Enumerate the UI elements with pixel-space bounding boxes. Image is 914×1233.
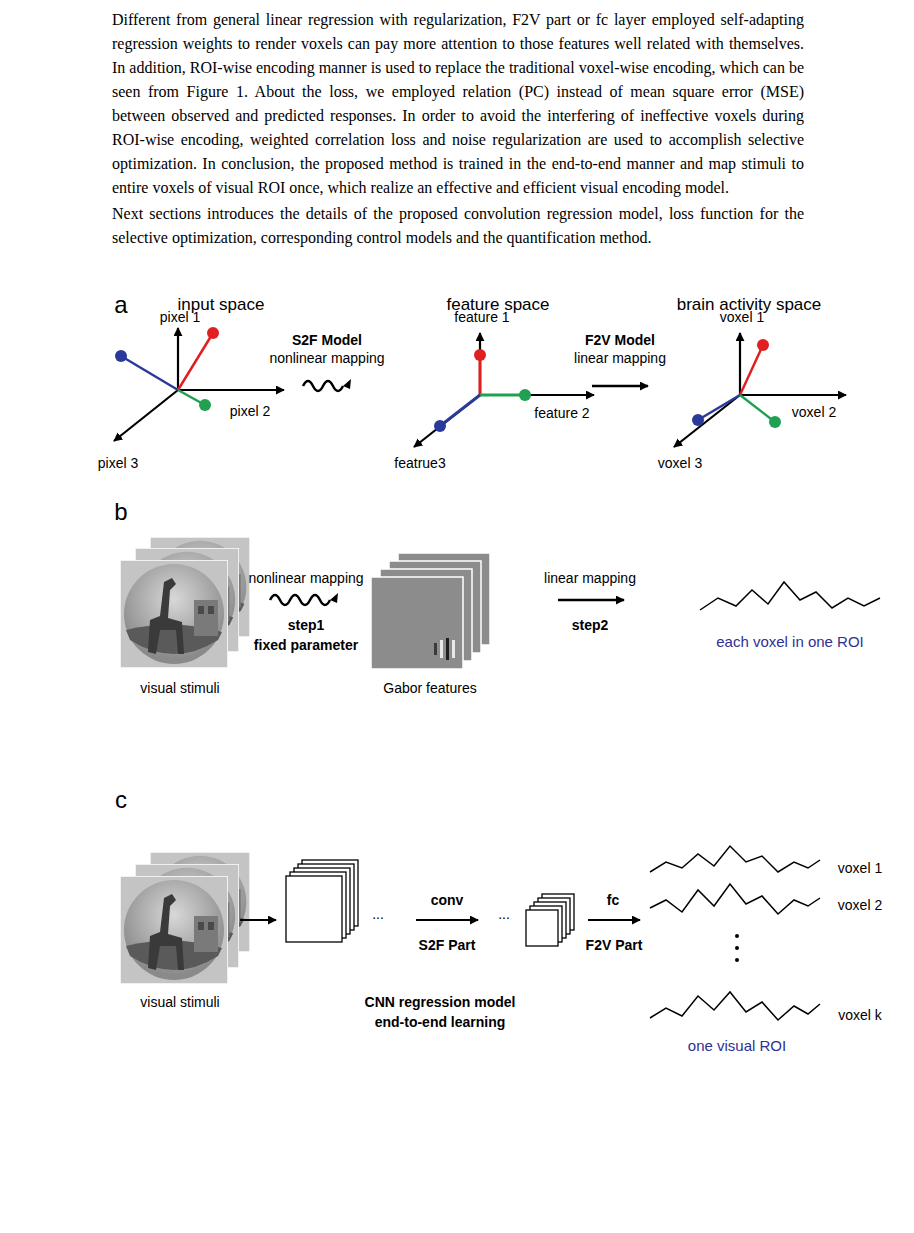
axis [740,394,846,396]
model-name: F2V Model [585,332,655,348]
feature-map [286,876,342,942]
straight-arrow [416,919,478,921]
input-axes [114,328,284,441]
feature-map [526,910,558,946]
panel-letter: c [115,786,127,814]
part-label: F2V Part [586,937,643,953]
step-label: step1 [288,617,325,633]
vector-line [121,356,178,390]
part-label: S2F Part [419,937,476,953]
arrow-head [330,593,338,603]
voxel-label: voxel 2 [838,897,882,913]
straight-arrow [592,385,648,388]
voxel-label: voxel k [838,1007,882,1023]
data-point [434,420,446,432]
straight-arrow [558,599,624,602]
body-paragraph: Next sections introduces the details of … [112,202,804,250]
data-point [207,327,219,339]
model-name: S2F Model [292,332,362,348]
feature-axes [414,333,594,447]
axis [674,395,740,447]
ellipsis: ... [372,906,384,922]
axis-label: feature 2 [534,405,589,421]
layer-label: fc [607,892,619,908]
ellipsis: ... [498,906,510,922]
data-point [474,349,486,361]
axis-label: pixel 1 [160,309,200,325]
data-point [519,389,531,401]
vector-line [480,394,525,397]
axis [479,333,481,395]
straight-arrow [240,919,276,921]
output-label: each voxel in one ROI [716,633,864,650]
output-label: one visual ROI [688,1037,786,1054]
ellipsis-dot [735,958,739,962]
layer-label: conv [431,892,464,908]
axis-label: voxel 2 [792,404,836,420]
voxel-response [650,884,820,914]
axis-label: voxel 1 [720,309,764,325]
vector-line [740,345,763,395]
stimulus-image [120,560,228,668]
mapping-label: linear mapping [574,350,666,366]
vector-line [178,333,213,390]
gabor-stripe [434,643,437,655]
stimulus-image [120,876,228,984]
gabor-stripe [452,640,455,658]
ellipsis-dot [735,934,739,938]
straight-arrow [588,919,640,921]
axis [178,389,284,391]
mapping-label: nonlinear mapping [269,350,384,366]
mapping-label: linear mapping [544,570,636,586]
axis [480,394,594,396]
voxel-response [700,582,880,610]
step-label: fixed parameter [254,637,358,653]
axis-label: pixel 3 [98,455,138,471]
axis [414,395,480,447]
image-caption: Gabor features [383,680,476,696]
axis-label: pixel 2 [230,403,270,419]
panel-letter: b [114,498,127,526]
data-point [757,339,769,351]
gabor-stripe [446,638,449,660]
model-caption: CNN regression model [365,994,516,1010]
data-point [115,350,127,362]
feature-map-stack [526,894,574,946]
image-caption: visual stimuli [140,680,219,696]
axis-label: feature 1 [454,309,509,325]
gabor-stripe [440,640,443,658]
voxel-axes [674,333,846,447]
voxel-response [650,846,820,872]
arrow-head [343,379,351,389]
voxel-response [650,992,820,1020]
vector-line [740,395,775,422]
wavy-arrow [303,381,343,391]
data-point [199,399,211,411]
step-label: step2 [572,617,609,633]
axis-label: featrue3 [394,455,445,471]
model-caption: end-to-end learning [375,1014,506,1030]
axis [177,328,179,390]
vector-line [698,395,740,420]
wavy-arrow [270,595,330,605]
voxel-label: voxel 1 [838,860,882,876]
gabor-map [371,577,463,669]
gabor-stack [371,553,490,669]
data-point [692,414,704,426]
feature-map-stack [286,860,358,942]
vector-line [440,395,480,426]
image-caption: visual stimuli [140,994,219,1010]
ellipsis-dot [735,946,739,950]
axis [739,333,741,395]
axis-label: voxel 3 [658,455,702,471]
mapping-label: nonlinear mapping [248,570,363,586]
data-point [769,416,781,428]
axis [114,390,178,441]
body-paragraph: Different from general linear regression… [112,8,804,200]
panel-letter: a [114,291,127,319]
